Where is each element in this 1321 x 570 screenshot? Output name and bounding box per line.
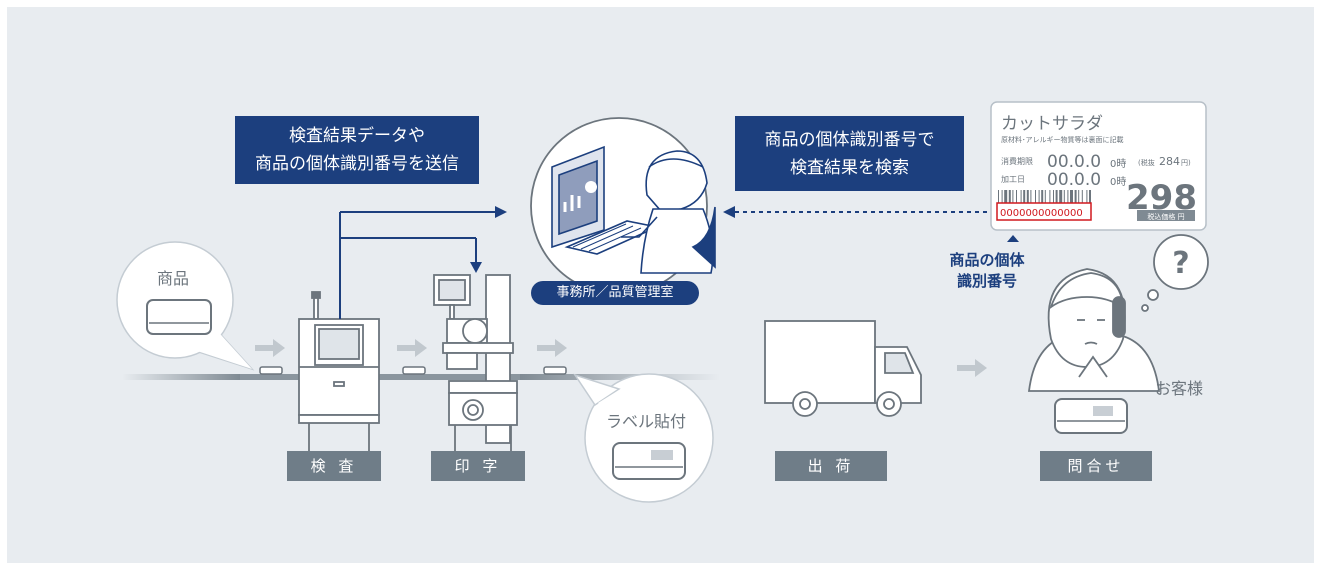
price-label-note: 原材料･アレルギー物質等は裏面に記載	[1001, 135, 1124, 144]
search-arrowhead	[723, 206, 735, 218]
send-callout: 検査結果データや 商品の個体識別番号を送信	[235, 116, 479, 184]
diagram-canvas: ? カットサラダ 原材料･アレルギー物質等は裏面に記載 消費期限 00.0.0 …	[7, 7, 1314, 563]
send-arrowhead-printer	[470, 262, 482, 273]
belt-trays	[259, 366, 567, 375]
customer-label: お客様	[1155, 379, 1204, 398]
conveyor-belt-right	[520, 374, 720, 380]
tax-excluded-suffix: 円)	[1181, 159, 1191, 167]
processed-label: 加工日	[1001, 174, 1025, 184]
conveyor-belt	[240, 374, 520, 380]
office-label: 事務所／品質管理室	[531, 281, 699, 305]
customer-tray-icon	[1054, 398, 1128, 434]
office-circle	[530, 117, 716, 295]
stage-inquiry: 問合せ	[1040, 451, 1152, 481]
product-tray-icon	[146, 299, 212, 335]
product-bubble	[116, 241, 255, 371]
send-arrowhead-office	[495, 206, 507, 218]
flow-arrows	[255, 339, 987, 377]
product-bubble-label: 商品	[157, 269, 190, 288]
barcode-icon	[998, 190, 1091, 203]
id-caption-line-2: 識別番号	[956, 272, 1017, 290]
labeled-tray-icon	[612, 442, 686, 480]
stage-shipping: 出 荷	[775, 451, 887, 481]
expiry-value: 00.0.0	[1047, 152, 1101, 172]
id-number: 0000000000000	[1000, 208, 1083, 219]
tax-excluded-prefix: (税抜	[1138, 158, 1155, 167]
expiry-label: 消費期限	[1001, 156, 1033, 166]
search-callout-line-1: 商品の個体識別番号で	[764, 129, 935, 150]
price-label-card	[990, 101, 1207, 231]
question-bubble-icon	[1141, 234, 1209, 312]
stage-printing: 印 字	[431, 451, 525, 481]
stage-inspection: 検 査	[287, 451, 381, 481]
id-pointer-arrow	[1007, 235, 1019, 242]
id-caption-line-1: 商品の個体	[949, 251, 1025, 269]
price-caption: 税込価格 円	[1147, 212, 1184, 221]
price-value: 298	[1126, 178, 1197, 218]
expiry-time: 0時	[1110, 158, 1126, 170]
question-mark: ?	[1172, 246, 1189, 281]
inspection-machine-icon	[298, 291, 380, 453]
id-number-highlight	[996, 202, 1092, 221]
processed-time: 0時	[1110, 176, 1126, 188]
diagram-artwork: ? カットサラダ 原材料･アレルギー物質等は裏面に記載 消費期限 00.0.0 …	[116, 101, 1209, 503]
tax-excluded-value: 284	[1159, 155, 1180, 168]
label-bubble-label: ラベル貼付	[606, 412, 687, 431]
computer-operator-icon	[551, 145, 716, 274]
label-attach-bubble	[573, 373, 714, 503]
send-callout-line-2: 商品の個体識別番号を送信	[255, 154, 459, 174]
send-callout-line-1: 検査結果データや	[289, 126, 425, 146]
id-caption: 商品の個体 識別番号	[937, 250, 1037, 292]
send-connector	[339, 211, 495, 319]
price-label-name: カットサラダ	[1001, 114, 1103, 134]
price-caption-bg	[1137, 210, 1195, 221]
search-callout: 商品の個体識別番号で 検査結果を検索	[735, 116, 964, 191]
truck-icon	[764, 320, 922, 417]
search-callout-line-2: 検査結果を検索	[790, 157, 909, 178]
conveyor-belt-left	[122, 374, 240, 380]
customer-phone-icon	[1027, 268, 1161, 392]
processed-value: 00.0.0	[1047, 170, 1101, 190]
printer-machine-icon	[433, 274, 518, 453]
